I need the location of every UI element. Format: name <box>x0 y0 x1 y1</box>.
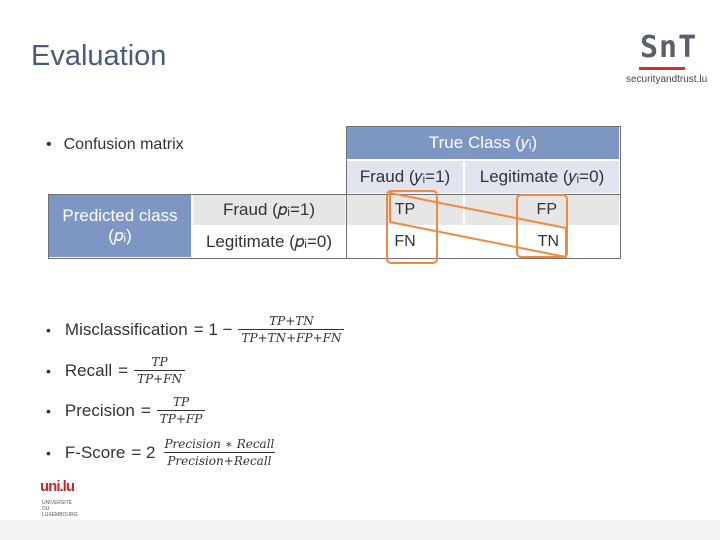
snt-logo-text: SnT <box>640 30 698 65</box>
formula-eq: = <box>140 400 151 420</box>
university-logo-sub: UNIVERSITÉ DU LUXEMBOURG <box>42 500 78 518</box>
footer-band <box>0 520 720 540</box>
col-header-legitimate: Legitimate (𝑦ᵢ=0) <box>464 160 620 194</box>
bullet-dot: • <box>46 362 51 379</box>
bullet-dot: • <box>46 321 51 338</box>
formula-fscore: • F-Score = 2 Precision ∗ Recall Precisi… <box>46 437 277 468</box>
formula-label: Misclassification <box>64 319 188 339</box>
numerator: TP <box>151 355 168 369</box>
formula-eq: = 1 − <box>193 319 233 339</box>
bullet-dot: • <box>46 402 51 419</box>
formula-misclassification: • Misclassification = 1 − TP+TN TP+TN+FP… <box>46 314 345 345</box>
formula-eq: = <box>118 360 129 380</box>
denominator: TP+TN+FP+FN <box>238 329 345 345</box>
snt-logo-bar <box>639 67 685 70</box>
formula-label: Recall <box>64 360 113 380</box>
numerator: Precision ∗ Recall <box>164 437 275 451</box>
bullet-dot: • <box>46 136 52 153</box>
snt-logo: SnT securityandtrust.lu <box>618 30 708 90</box>
predicted-class-header: Predicted class (𝑝ᵢ) <box>48 194 192 258</box>
formula-fraction: Precision ∗ Recall Precision+Recall <box>161 437 277 468</box>
numerator: TP <box>173 395 190 409</box>
bullet-dot: • <box>46 444 51 461</box>
formula-recall: • Recall = TP TP+FN <box>46 355 186 386</box>
university-logo: uni.lu UNIVERSITÉ DU LUXEMBOURG <box>38 476 78 518</box>
denominator: TP+FN <box>134 370 186 386</box>
denominator: Precision+Recall <box>164 452 275 468</box>
formula-label: Precision <box>64 400 135 420</box>
highlight-fp-tn-box <box>516 194 568 258</box>
formula-fraction: TP TP+FN <box>134 355 186 386</box>
row-header-fraud: Fraud (𝑝ᵢ=1) <box>192 194 346 226</box>
bullet-confusion-matrix: • Confusion matrix <box>46 136 184 154</box>
snt-logo-sub: securityandtrust.lu <box>626 74 708 85</box>
highlight-positive-predictions-box <box>386 190 438 264</box>
slide-title: Evaluation <box>31 40 167 72</box>
formula-fraction: TP+TN TP+TN+FP+FN <box>238 314 345 345</box>
true-class-header: True Class (𝑦ᵢ) <box>346 126 620 160</box>
denominator: TP+FP <box>156 410 206 426</box>
university-logo-main: uni.lu <box>40 478 75 495</box>
row-header-legitimate: Legitimate (𝑝ᵢ=0) <box>192 226 346 258</box>
formula-precision: • Precision = TP TP+FP <box>46 395 206 426</box>
formula-eq: = 2 <box>131 442 156 462</box>
col-header-fraud: Fraud (𝑦ᵢ=1) <box>346 160 464 194</box>
numerator: TP+TN <box>269 314 314 328</box>
bullet-text: Confusion matrix <box>63 136 184 153</box>
formula-fraction: TP TP+FP <box>156 395 206 426</box>
formula-label: F-Score <box>64 442 126 462</box>
